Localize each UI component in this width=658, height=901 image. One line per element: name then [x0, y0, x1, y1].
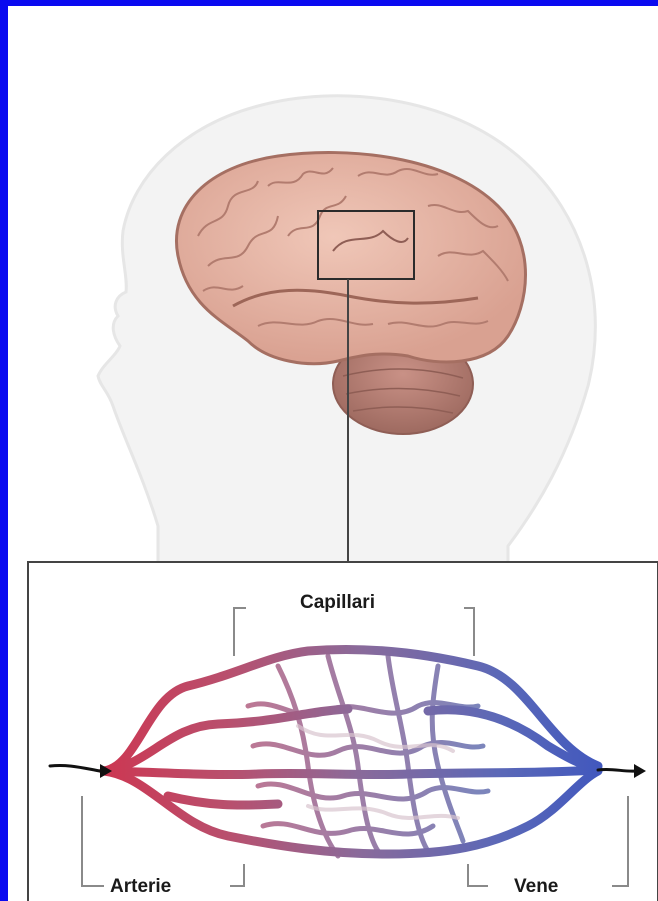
veins-label: Vene	[514, 876, 558, 897]
capillaries-label: Capillari	[300, 592, 375, 613]
brain-capillary-diagram: Capillari Arterie Vene	[8, 6, 658, 901]
arteries-label: Arterie	[110, 876, 171, 897]
diagram-frame: Capillari Arterie Vene	[8, 6, 658, 901]
